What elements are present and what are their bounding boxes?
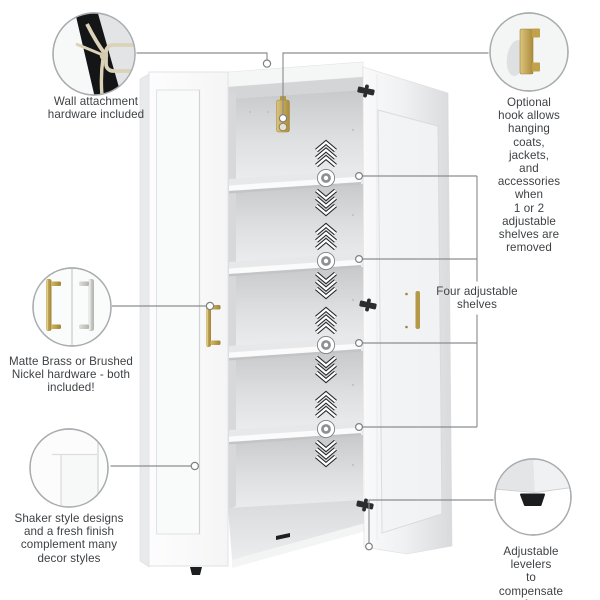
leveler-foot xyxy=(190,567,202,575)
bay xyxy=(228,267,363,346)
cabinet-illustration xyxy=(139,61,453,575)
callout-line-levelers xyxy=(368,499,494,543)
callout-line-optional-hook xyxy=(282,52,489,115)
shelf-peg-holes xyxy=(248,110,355,467)
brass-hook-icon xyxy=(506,28,540,76)
caption-optional-hook: Optional hook allows hanging coats, jack… xyxy=(497,96,561,255)
shelf-bracket-lines xyxy=(361,175,478,428)
right-door-shaker-panel xyxy=(377,109,443,534)
cabinet-inner-wall xyxy=(228,92,236,510)
left-door xyxy=(148,71,229,575)
callout-circle-levelers xyxy=(494,458,572,536)
bay xyxy=(228,90,363,179)
right-door-handle xyxy=(415,291,420,329)
cabinet-ceiling xyxy=(228,77,363,99)
brass-handle xyxy=(46,279,61,331)
bay xyxy=(228,435,363,509)
callout-circle-hardware-finish xyxy=(32,267,112,347)
shaker-door-corner-icon xyxy=(52,429,99,507)
caption-shaker-style: Shaker style designs and a fresh finish … xyxy=(14,512,124,565)
nickel-handle xyxy=(79,279,94,331)
floor-slot xyxy=(276,533,290,540)
left-door-shaker-panel xyxy=(156,89,200,535)
bay xyxy=(228,184,363,262)
caption-wall-attachment: Wall attachment hardware included xyxy=(47,95,145,122)
cabinet-base-front xyxy=(232,523,366,568)
bay xyxy=(228,351,363,430)
left-door-handle xyxy=(206,303,221,347)
callout-lines xyxy=(110,52,494,543)
cabinet-floor xyxy=(228,500,366,560)
callout-circle-wall-attachment xyxy=(52,12,136,96)
callout-circle-shaker-style xyxy=(29,428,109,508)
callout-circle-optional-hook xyxy=(489,12,569,92)
caption-hardware-finish: Matte Brass or Brushed Nickel hardware -… xyxy=(9,355,133,395)
caption-levelers: Adjustable levelers to compensate for un… xyxy=(498,545,564,600)
callout-line-wall-attachment xyxy=(136,52,268,60)
cabinet-left-side xyxy=(139,73,150,568)
two-finish-handles-icon xyxy=(46,268,94,346)
callout-markers xyxy=(190,59,373,551)
caption-adjustable-shelves: Four adjustable shelves xyxy=(436,285,518,312)
